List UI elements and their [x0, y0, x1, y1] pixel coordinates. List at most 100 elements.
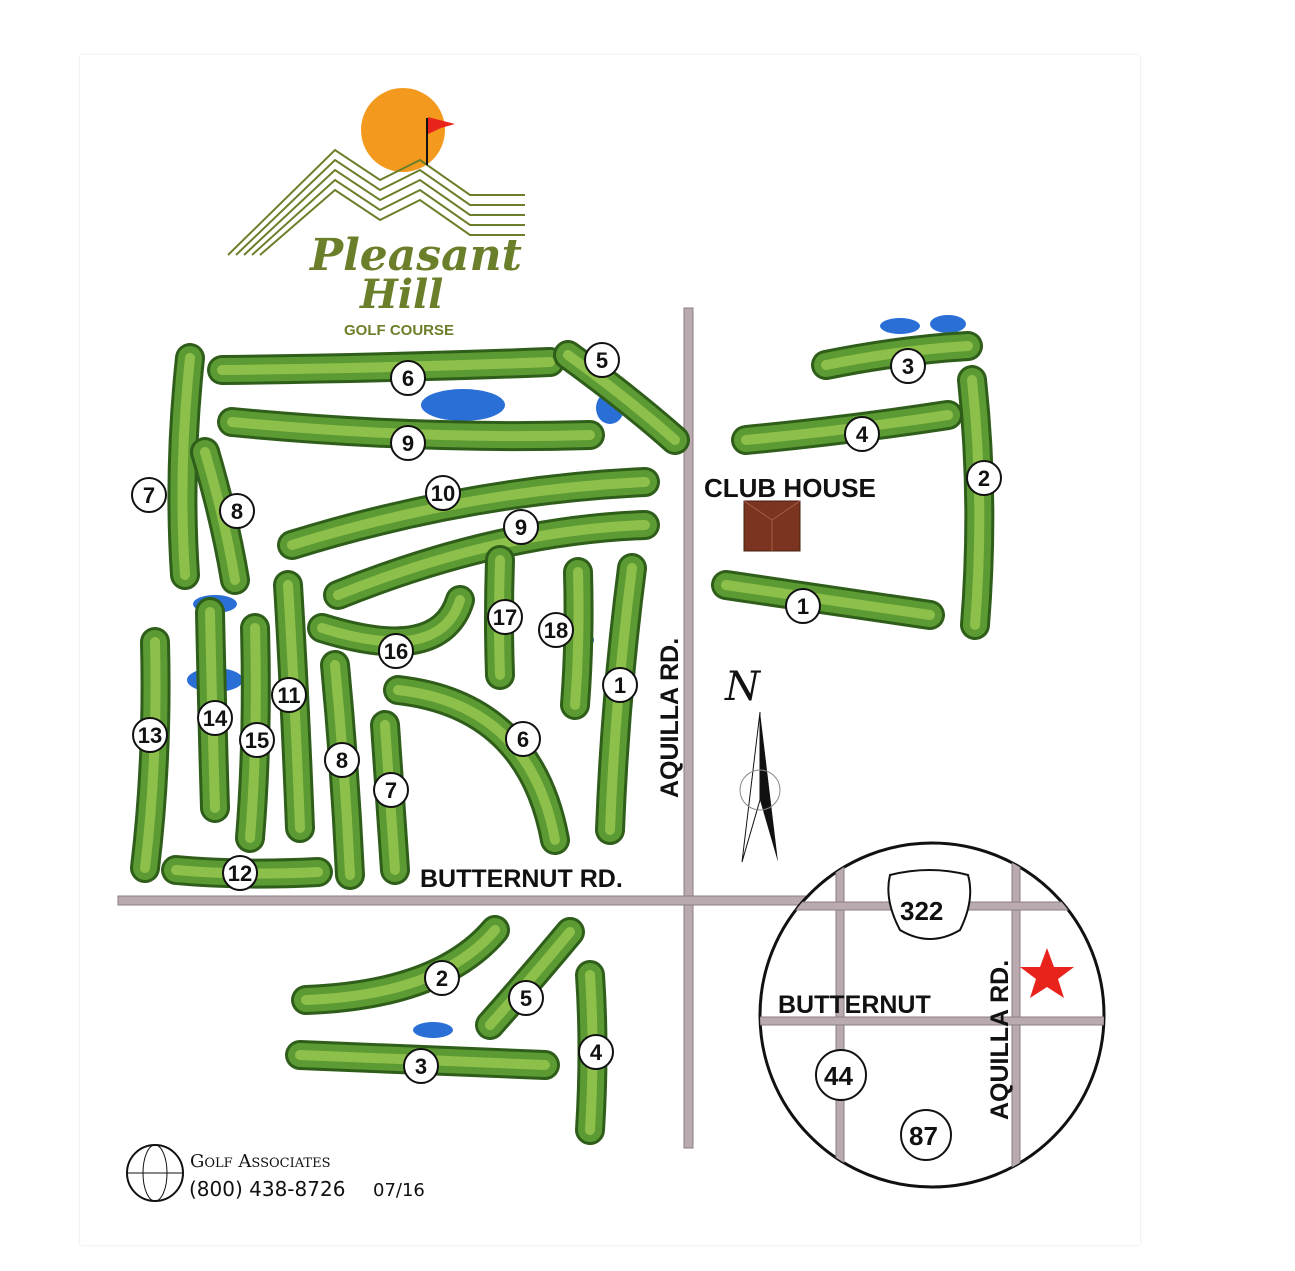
- fairway: [333, 520, 650, 600]
- inset-butternut: BUTTERNUT: [778, 991, 931, 1019]
- hole-number: 1: [797, 594, 809, 619]
- hole-number: 4: [856, 422, 869, 447]
- hole-marker: [390, 360, 426, 396]
- logo-line2: Hill: [359, 271, 443, 318]
- hole-east-4[interactable]: 1: [711, 570, 945, 630]
- fairway: [177, 353, 195, 580]
- hole-marker: [602, 667, 638, 703]
- fairway: [967, 375, 985, 630]
- hole-marker: [487, 599, 523, 635]
- hole-marker: [403, 1048, 439, 1084]
- hole-marker: [844, 416, 880, 452]
- sun-icon: [361, 88, 445, 172]
- hole-number: 15: [245, 728, 269, 753]
- clubhouse-label: CLUB HOUSE: [704, 473, 876, 503]
- hole-number: 3: [415, 1054, 427, 1079]
- hole-number: 3: [902, 354, 914, 379]
- hole-marker: [239, 722, 275, 758]
- hole-south-4[interactable]: 4: [575, 960, 614, 1145]
- hole-marker: [324, 742, 360, 778]
- fairway: [563, 350, 680, 445]
- logo-subtitle: GOLF COURSE: [344, 322, 454, 339]
- hole-main-5[interactable]: 9: [217, 407, 605, 461]
- hole-marker: [373, 772, 409, 808]
- hole-number: 7: [143, 483, 155, 508]
- butternut-road: [117, 895, 809, 906]
- hole-main-6[interactable]: 10: [277, 467, 660, 560]
- hole-main-11[interactable]: 16: [307, 585, 475, 669]
- footer-date: 07/16: [373, 1180, 425, 1201]
- hole-marker: [578, 1034, 614, 1070]
- hole-marker: [890, 348, 926, 384]
- fairway: [485, 927, 575, 1030]
- hole-number: 18: [544, 618, 568, 643]
- hole-main-7[interactable]: 9: [323, 509, 660, 610]
- hole-marker: [222, 855, 258, 891]
- pond: [413, 1022, 453, 1038]
- hole-main-4[interactable]: 5: [553, 340, 690, 455]
- hole-main-13[interactable]: 13: [130, 627, 171, 883]
- hole-east-3[interactable]: 2: [957, 365, 1002, 640]
- hole-south-2[interactable]: 5: [475, 917, 585, 1040]
- hole-marker: [508, 980, 544, 1016]
- golf-ball-icon: [126, 1144, 184, 1202]
- route-322: 322: [900, 896, 943, 926]
- hole-marker: [538, 612, 574, 648]
- hole-number: 9: [402, 431, 414, 456]
- locator-inset: 322 BUTTERNUT AQUILLA RD. 44 87: [758, 841, 1106, 1189]
- hole-east-1[interactable]: 3: [811, 331, 983, 384]
- us-route-shield-icon: [887, 869, 972, 940]
- hole-number: 9: [515, 515, 527, 540]
- hole-main-1[interactable]: 7: [131, 343, 205, 590]
- pond: [421, 389, 505, 421]
- hole-marker: [390, 425, 426, 461]
- fairway: [140, 637, 161, 873]
- hole-marker: [378, 633, 414, 669]
- aquilla-road: [683, 307, 694, 1149]
- hole-main-15[interactable]: 15: [235, 613, 275, 853]
- aquilla-road-label: AQUILLA RD.: [656, 638, 684, 798]
- hole-main-18[interactable]: 7: [370, 710, 410, 885]
- fairway: [301, 925, 500, 1005]
- footer-phone: (800) 438-8726: [189, 1177, 345, 1201]
- hole-number: 10: [431, 481, 455, 506]
- hole-main-12[interactable]: 6: [383, 675, 570, 855]
- hole-number: 1: [614, 673, 626, 698]
- hole-east-2[interactable]: 4: [731, 400, 963, 455]
- star-icon: [1020, 948, 1074, 998]
- hole-main-16[interactable]: 11: [271, 570, 315, 843]
- flag-icon: [428, 117, 455, 134]
- clubhouse-icon: [743, 500, 801, 552]
- hole-number: 6: [402, 366, 414, 391]
- hole-marker: [966, 460, 1002, 496]
- hole-main-19[interactable]: 12: [161, 855, 333, 891]
- hole-main-10[interactable]: 1: [595, 553, 647, 845]
- hole-number: 17: [493, 605, 517, 630]
- route-87: 87: [909, 1121, 938, 1151]
- inset-aquilla: AQUILLA RD.: [986, 960, 1014, 1120]
- hole-main-2[interactable]: 8: [190, 437, 255, 595]
- hole-marker: [425, 475, 461, 511]
- hole-south-3[interactable]: 3: [285, 1040, 560, 1084]
- hole-number: 13: [138, 723, 162, 748]
- hole-number: 4: [590, 1040, 603, 1065]
- hole-marker: [271, 677, 307, 713]
- hole-number: 7: [385, 778, 397, 803]
- hole-number: 2: [978, 466, 990, 491]
- fairway: [217, 357, 555, 375]
- pond: [880, 318, 920, 334]
- north-label: N: [724, 664, 762, 710]
- hole-marker: [131, 477, 167, 513]
- hole-number: 8: [336, 748, 348, 773]
- hole-main-3[interactable]: 6: [207, 347, 565, 396]
- hole-marker: [505, 721, 541, 757]
- hole-south-1[interactable]: 2: [291, 915, 510, 1015]
- hole-number: 6: [517, 727, 529, 752]
- hole-main-17[interactable]: 8: [320, 650, 365, 890]
- hole-main-9[interactable]: 18: [538, 557, 594, 720]
- hole-marker: [132, 717, 168, 753]
- hole-main-8[interactable]: 17: [484, 545, 523, 690]
- hole-main-14[interactable]: 14: [195, 597, 233, 823]
